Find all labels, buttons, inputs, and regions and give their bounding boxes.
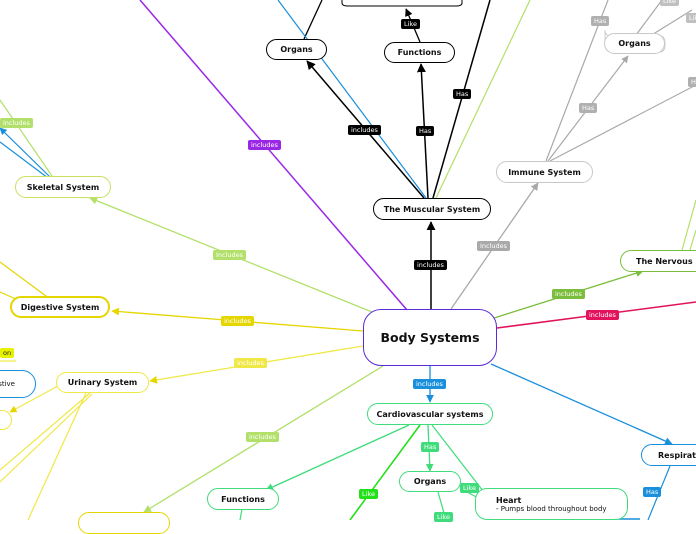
tag-includes-urinary: includes xyxy=(234,358,267,368)
node-label: Functions xyxy=(397,48,442,57)
node-label: Organs xyxy=(413,477,447,486)
tag-like-immune-top: Like xyxy=(660,0,679,6)
tag-includes-digestive: includes xyxy=(221,316,254,326)
node-label: Organs xyxy=(280,45,313,54)
tag-includes-purple: includes xyxy=(248,140,281,150)
tag-includes-muscular-organs: includes xyxy=(348,125,381,135)
node-cardiovascular-systems[interactable]: Cardiovascular systems xyxy=(367,403,493,425)
tag-like-muscular: Like xyxy=(401,19,420,29)
tag-includes-lower-left: includes xyxy=(246,432,279,442)
node-digestive-system[interactable]: Digestive System xyxy=(10,296,110,318)
node-label: Respirato xyxy=(658,450,696,460)
node-respiratory-system[interactable]: Respirato xyxy=(641,444,696,466)
tag-like-cardio-bottom: Like xyxy=(434,512,453,522)
node-heart[interactable]: Heart - Pumps blood throughout body xyxy=(475,488,628,520)
heart-title: Heart xyxy=(496,495,522,505)
tag-has-immune-right: Has xyxy=(688,77,696,87)
mind-map-connectors xyxy=(0,0,696,520)
node-label: Functions xyxy=(221,494,265,504)
node-muscular-system[interactable]: The Muscular System xyxy=(373,198,491,220)
tag-includes-nervous: includes xyxy=(552,289,585,299)
node-label: The Muscular System xyxy=(383,204,481,214)
node-label: Skeletal System xyxy=(26,182,100,192)
node-partial-left-blue[interactable]: stive xyxy=(0,370,36,398)
tag-has-respiratory: Has xyxy=(643,487,662,497)
heart-description: - Pumps blood throughout body xyxy=(496,504,607,513)
node-cardio-organs[interactable]: Organs xyxy=(399,471,461,492)
tag-has-cardio-organs: Has xyxy=(421,442,440,452)
node-muscular-organs[interactable]: Organs xyxy=(266,39,327,60)
tag-includes-skeletal-left: includes xyxy=(0,118,33,128)
node-label: Cardiovascular systems xyxy=(376,409,484,419)
node-label: stive xyxy=(0,380,15,388)
node-label: The Nervous Sy xyxy=(636,256,696,266)
node-muscular-functions[interactable]: Functions xyxy=(384,42,455,63)
node-label: Digestive System xyxy=(20,302,100,312)
node-label: Immune System xyxy=(508,167,581,177)
root-node-body-systems[interactable]: Body Systems xyxy=(363,309,497,366)
tag-includes-red: includes xyxy=(586,310,619,320)
tag-includes-muscular: includes xyxy=(414,260,447,270)
tag-includes-skeletal: Includes xyxy=(213,250,247,260)
node-immune-system[interactable]: Immune System xyxy=(496,161,593,183)
tag-partial-left-yellow: on xyxy=(0,348,15,358)
tag-includes-cardio: includes xyxy=(413,379,446,389)
tag-like-immune-right: Like xyxy=(686,13,696,23)
root-node-label: Body Systems xyxy=(380,330,480,345)
node-urinary-system[interactable]: Urinary System xyxy=(56,372,149,393)
node-partial-bottom-left[interactable] xyxy=(78,512,170,534)
tag-includes-immune: Includes xyxy=(477,241,511,251)
node-immune-organs[interactable]: Organs xyxy=(604,33,665,54)
node-cardio-functions[interactable]: Functions xyxy=(207,488,279,510)
node-label: Urinary System xyxy=(67,378,138,387)
tag-has-immune-top: Has xyxy=(591,16,610,26)
node-label: Organs xyxy=(618,39,651,48)
tag-like-cardio-left: Like xyxy=(359,489,378,499)
tag-has-immune-organs: Has xyxy=(579,103,598,113)
tag-has-muscular-functions: Has xyxy=(416,126,435,136)
tag-has-muscular-right: Has xyxy=(453,89,472,99)
node-skeletal-system[interactable]: Skeletal System xyxy=(15,176,111,198)
node-nervous-system[interactable]: The Nervous Sy xyxy=(620,250,696,272)
tag-like-cardio-heart: Like xyxy=(460,483,479,493)
